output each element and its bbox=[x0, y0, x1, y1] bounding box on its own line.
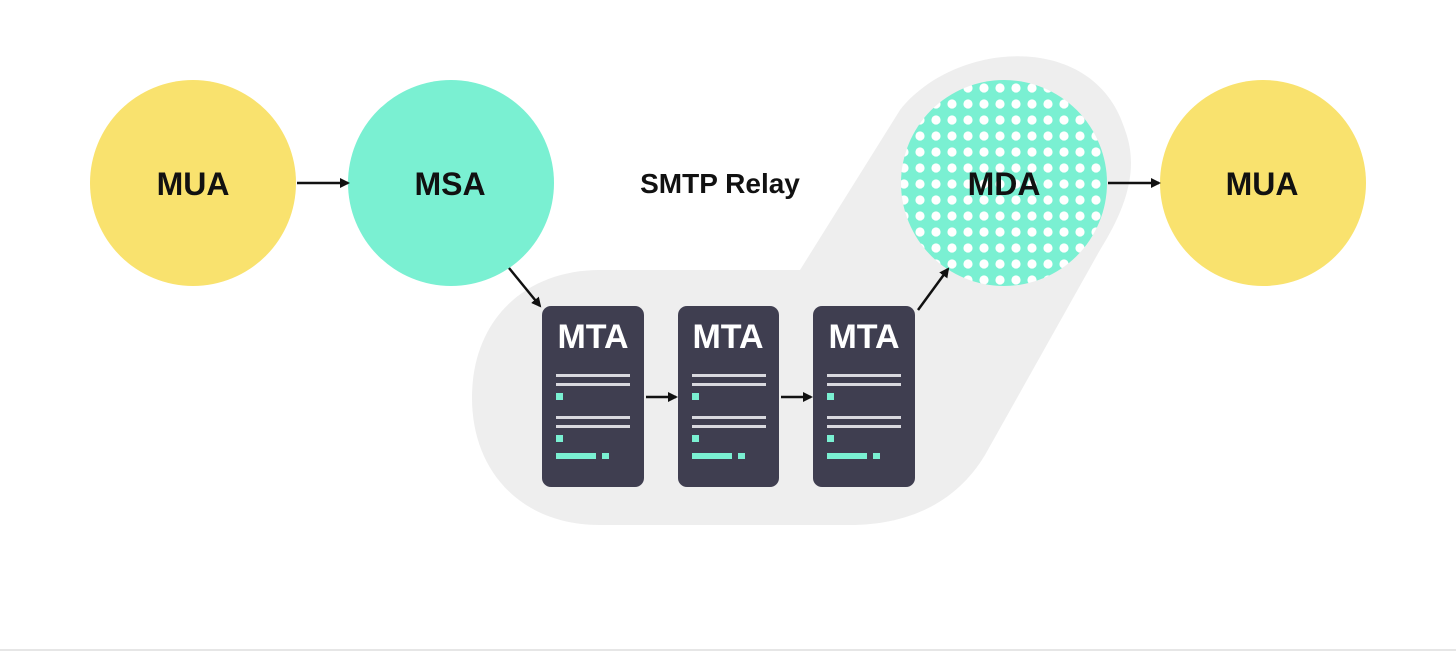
mta-1-label: MTA bbox=[557, 318, 628, 356]
mda-label: MDA bbox=[968, 166, 1041, 202]
mua-right-node bbox=[1160, 80, 1366, 286]
server-line bbox=[827, 425, 901, 428]
server-line bbox=[556, 425, 630, 428]
server-line bbox=[827, 416, 901, 419]
server-line bbox=[556, 416, 630, 419]
mua-left-node bbox=[90, 80, 296, 286]
bottom-divider bbox=[0, 649, 1456, 651]
msa-label: MSA bbox=[414, 166, 485, 202]
mta-2-label: MTA bbox=[692, 318, 763, 356]
server-line bbox=[827, 374, 901, 377]
mua-left-label: MUA bbox=[157, 166, 230, 202]
server-line bbox=[556, 383, 630, 386]
server-line bbox=[827, 383, 901, 386]
server-line bbox=[692, 416, 766, 419]
server-line bbox=[692, 425, 766, 428]
mta-server-3: MTA bbox=[813, 306, 915, 487]
mta-server-1: MTA bbox=[542, 306, 644, 487]
server-indicator bbox=[827, 393, 834, 400]
arrow-msa-to-mta1 bbox=[508, 267, 542, 308]
mta-server-2: MTA bbox=[678, 306, 779, 487]
server-indicator bbox=[738, 453, 745, 459]
server-line bbox=[692, 374, 766, 377]
server-indicator bbox=[827, 435, 834, 442]
arrow-mta3-to-mda bbox=[916, 267, 950, 311]
server-indicator bbox=[692, 393, 699, 400]
msa-node bbox=[348, 80, 554, 286]
server-indicator bbox=[556, 435, 563, 442]
server-line bbox=[556, 374, 630, 377]
server-indicator bbox=[556, 393, 563, 400]
server-detail-lines bbox=[692, 374, 766, 459]
server-indicator bbox=[873, 453, 880, 459]
server-status-bar bbox=[827, 453, 867, 459]
mda-node bbox=[901, 80, 1107, 286]
server-detail-lines bbox=[556, 374, 630, 459]
smtp-relay-label: SMTP Relay bbox=[640, 168, 800, 199]
server-status-bar bbox=[692, 453, 732, 459]
server-indicator bbox=[692, 435, 699, 442]
server-line bbox=[692, 383, 766, 386]
server-indicator bbox=[602, 453, 609, 459]
server-detail-lines bbox=[827, 374, 901, 459]
mta-3-label: MTA bbox=[828, 318, 899, 356]
server-status-bar bbox=[556, 453, 596, 459]
mua-right-label: MUA bbox=[1226, 166, 1299, 202]
